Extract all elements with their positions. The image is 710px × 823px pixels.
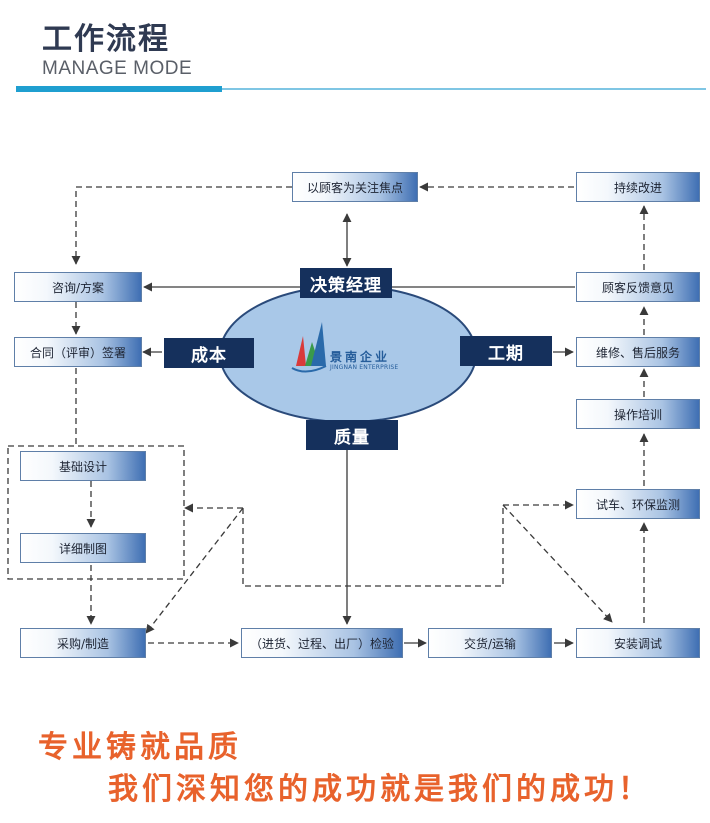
node-trial-run: 试车、环保监测 <box>576 489 700 519</box>
node-installation: 安装调试 <box>576 628 700 658</box>
node-contract: 合同（评审）签署 <box>14 337 142 367</box>
node-feedback: 顾客反馈意见 <box>576 272 700 302</box>
header-accent-bar <box>16 86 222 92</box>
label-quality: 质量 <box>306 420 398 450</box>
slogan-line-2: 我们深知您的成功就是我们的成功！ <box>108 772 652 807</box>
logo-mark <box>291 322 327 373</box>
label-cost: 成本 <box>164 338 254 368</box>
slogan-line-1: 专业铸就品质 <box>38 730 242 765</box>
label-schedule: 工期 <box>460 336 552 366</box>
node-procurement: 采购/制造 <box>20 628 146 658</box>
header-divider-line <box>222 88 706 90</box>
node-continuous-improvement: 持续改进 <box>576 172 700 202</box>
logo-name-cn: 景南企业 <box>330 350 391 364</box>
label-decision-manager: 决策经理 <box>300 268 392 298</box>
page-title: 工作流程 <box>42 22 170 57</box>
node-customer-focus: 以顾客为关注焦点 <box>292 172 418 202</box>
node-delivery: 交货/运输 <box>428 628 552 658</box>
node-detailed-drawing: 详细制图 <box>20 533 146 563</box>
page-subtitle: MANAGE MODE <box>42 58 193 79</box>
logo-name-en: JINGNAN ENTERPRISE <box>330 364 399 371</box>
node-basic-design: 基础设计 <box>20 451 146 481</box>
node-maintenance: 维修、售后服务 <box>576 337 700 367</box>
node-training: 操作培训 <box>576 399 700 429</box>
node-inspection: （进货、过程、出厂）检验 <box>241 628 403 658</box>
design-group-frame <box>7 445 185 580</box>
node-consultation: 咨询/方案 <box>14 272 142 302</box>
